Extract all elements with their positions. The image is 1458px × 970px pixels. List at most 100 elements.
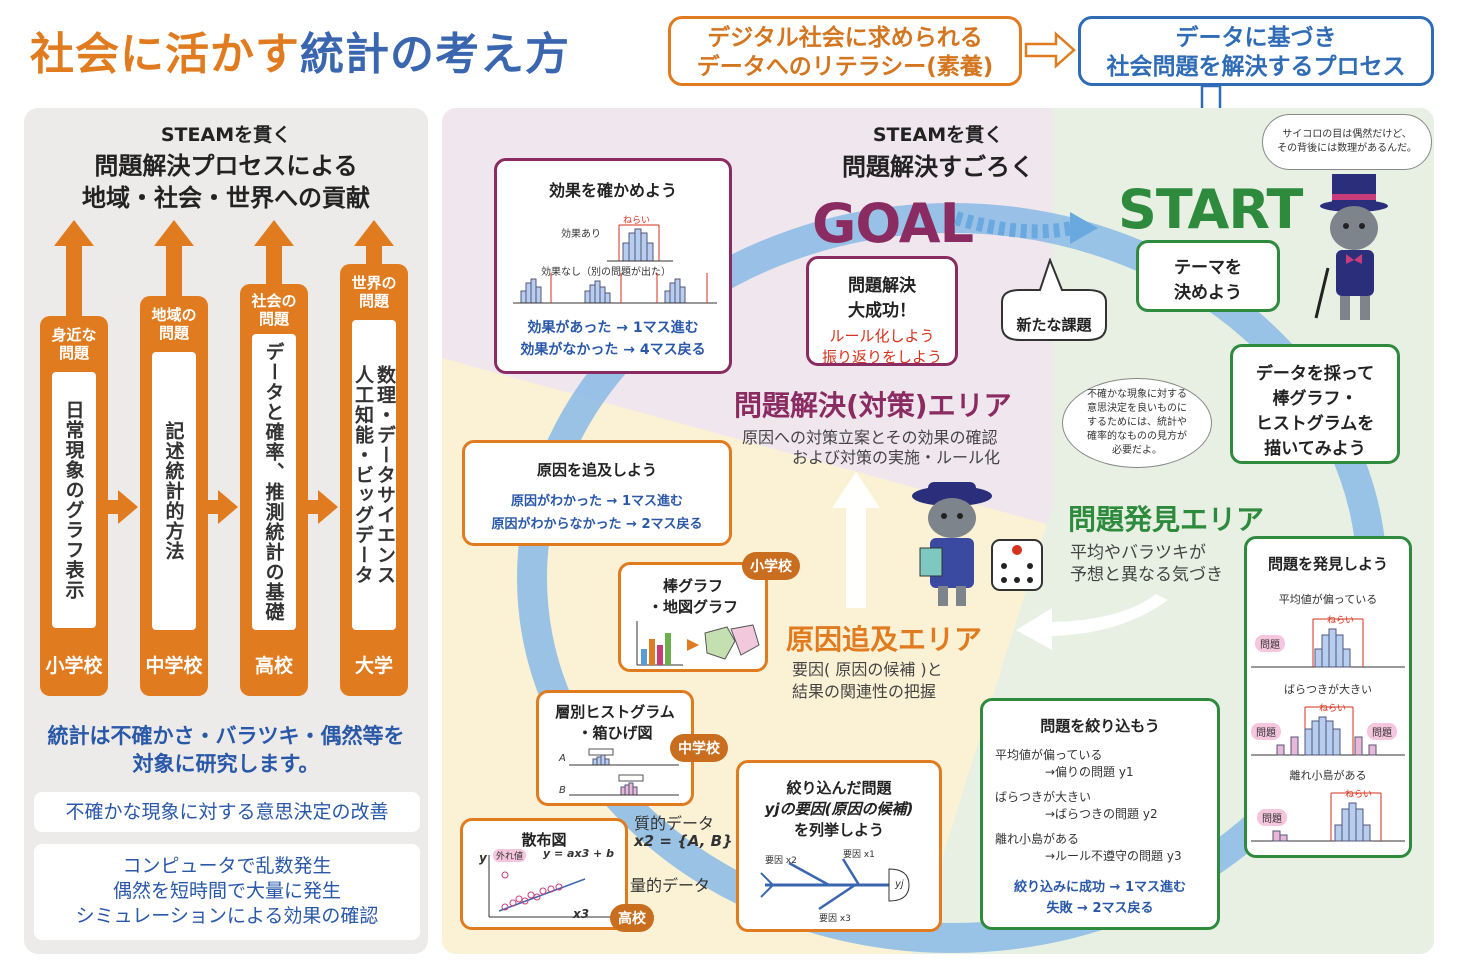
badge-high: 高校	[610, 904, 654, 932]
bar-card-title-2: ・地図グラフ	[647, 598, 738, 616]
data-card-line-2: 棒グラフ・	[1272, 389, 1358, 409]
note-line-1: コンピュータで乱数発生	[122, 855, 332, 877]
stratified-hist-thumbnail	[569, 748, 679, 796]
column-pill: 記述統計的方法	[152, 352, 196, 630]
scatter-x-label: x3	[573, 907, 590, 921]
cause-result-1: 原因がわかった → 1マス進む	[511, 494, 683, 509]
column-high: 社会の 問題 データと確率、推測統計の基礎 高校	[240, 284, 308, 696]
process-line-1: データに基づき	[1175, 25, 1337, 51]
narrow-result-1: 絞り込みに成功 → 1マス進む	[1014, 880, 1186, 895]
confirm-title: 効果を確かめよう	[548, 181, 677, 200]
column-label: 世界の 問題	[351, 274, 397, 310]
find-title: 問題を発見しよう	[1267, 555, 1388, 573]
column-level: 高校	[254, 655, 293, 677]
goal-card-text-2: 大成功！	[848, 301, 916, 321]
scatter-thumbnail	[488, 855, 619, 918]
data-card: データを採って 棒グラフ・ ヒストグラムを 描いてみよう	[1230, 344, 1400, 464]
board-heading-2: 問題解決すごろく	[842, 153, 1034, 181]
problem-tag: 問題	[1257, 809, 1287, 826]
cat-speech-mid: 不確かな現象に対する 意思決定を良いものに するためには、統計や 確率的なものの…	[1062, 378, 1212, 468]
cat-speech-mid-3: するためには、統計や	[1087, 417, 1187, 428]
statement-line-1: 統計は不確かさ・バラツキ・偶然等を	[47, 724, 405, 748]
note-line-3: シミュレーションによる効果の確認	[75, 905, 379, 927]
narrow-result-2: 失敗 → 2マス戻る	[1046, 901, 1154, 916]
find-histograms	[1251, 618, 1405, 842]
column-pill: 数理・データサイエンス 人工知能・ビッグデータ	[352, 320, 396, 630]
process-box: データに基づき 社会問題を解決するプロセス	[1078, 16, 1434, 86]
cat-magician-icon	[1314, 174, 1388, 320]
column-label: 身近な 問題	[51, 326, 97, 362]
cat-speech-top-2: その背後には数理があるんだ。	[1277, 143, 1417, 154]
discover-area-desc-1: 平均やバラツキが	[1070, 543, 1206, 563]
column-university: 世界の 問題 数理・データサイエンス 人工知能・ビッグデータ 大学	[340, 264, 408, 696]
column-label: 社会の 問題	[251, 292, 297, 328]
up-arrow-stem	[166, 242, 182, 312]
left-heading-1: STEAMを貫く	[160, 124, 292, 146]
right-arrow-icon	[318, 490, 338, 524]
narrow-a2: →偏りの問題 y1	[1045, 765, 1134, 779]
fish-factor-1: 要因 x1	[843, 850, 875, 860]
narrow-c1: 離れ小島がある	[995, 832, 1080, 846]
left-panel: STEAMを貫く 問題解決プロセスによる 地域・社会・世界への貢献 身近な 問題…	[24, 108, 428, 954]
column-junior-high: 地域の 問題 記述統計的方法 中学校	[140, 296, 208, 696]
problem-tag: 問題	[1255, 635, 1285, 652]
confirm-result-2: 効果がなかった → 4マス戻る	[520, 342, 706, 358]
qualitative-formula: x2 = {A, B}	[634, 832, 733, 850]
cat-speech-mid-2: 意思決定を良いものに	[1087, 403, 1187, 414]
column-pill: データと確率、推測統計の基礎	[252, 334, 296, 630]
fishbone-card: 絞り込んだ問題 yjの要因(原因の候補) を列挙しよう 要因 x2 要因 x1 …	[736, 760, 942, 932]
fish-factor-2: 要因 x2	[765, 856, 797, 866]
goal-card-reflect: 振り返りをしよう	[821, 348, 942, 366]
goal-label: GOAL	[812, 192, 974, 255]
column-level: 中学校	[145, 655, 203, 677]
data-card-line-4: 描いてみよう	[1264, 439, 1366, 459]
dice-icon	[991, 539, 1043, 591]
fishbone-diagram	[760, 858, 910, 911]
find-case-2: ばらつきが大きい	[1284, 683, 1372, 696]
start-card-line-1: テーマを	[1174, 258, 1242, 278]
quantitative-label: 量的データ	[630, 876, 711, 895]
start-card: テーマを 決めよう	[1136, 240, 1280, 312]
note-decision: 不確かな現象に対する意思決定の改善	[34, 792, 420, 832]
literacy-line-2: データへのリテラシー(素養)	[696, 54, 994, 80]
sugoroku-board: STEAMを貫く 問題解決すごろく GOAL 問題解決 大成功！ ルール化しよう…	[442, 108, 1434, 954]
hist-label-a: A	[559, 753, 566, 764]
column-level: 小学校	[45, 655, 103, 677]
hist-card-title-2: ・箱ひげ図	[577, 724, 653, 742]
find-target-3: ねらい	[1345, 790, 1373, 800]
narrow-a1: 平均値が偏っている	[995, 748, 1103, 762]
left-heading-3: 地域・社会・世界への貢献	[82, 184, 370, 212]
cause-area-desc-1: 要因( 原因の候補 )と	[792, 660, 943, 679]
cat-speech-top-1: サイコロの目は偶然だけど、	[1282, 129, 1412, 140]
board-heading-1: STEAMを貫く	[872, 124, 1004, 146]
scatter-formula: y = ax3 + b	[543, 847, 614, 860]
problem-tag: 問題	[1251, 723, 1281, 740]
cat-speech-mid-4: 確率的なものの見方が	[1087, 431, 1187, 442]
data-card-line-1: データを採って	[1255, 364, 1375, 384]
right-arrow-icon	[1024, 31, 1076, 69]
find-case-3: 離れ小島がある	[1289, 769, 1367, 782]
right-arrow-icon	[218, 490, 238, 524]
up-arrow-icon	[354, 220, 394, 246]
bar-map-thumbnail	[636, 621, 760, 666]
statistics-statement: 統計は不確かさ・バラツキ・偶然等を 対象に研究します。	[24, 722, 428, 778]
badge-elementary: 小学校	[742, 552, 800, 580]
solve-area-desc-1: 原因への対策立案とその効果の確認	[742, 428, 998, 447]
new-issue-speech-shape	[1001, 258, 1107, 341]
find-problem-card: 問題を発見しよう 平均値が偏っている ばらつきが大きい 離れ小島がある ねらい …	[1244, 536, 1412, 858]
cat-detective-icon	[912, 482, 1043, 606]
narrow-title: 問題を絞り込もう	[1040, 717, 1160, 735]
fish-title-2: yjの要因(原因の候補)	[764, 800, 914, 818]
new-issue-label: 新たな課題	[1016, 316, 1092, 334]
narrow-b2: →ばらつきの問題 y2	[1045, 807, 1158, 821]
right-arrow-icon	[118, 490, 138, 524]
column-pill: 日常現象のグラフ表示	[52, 372, 96, 628]
bar-graph-card: 棒グラフ ・地図グラフ	[618, 562, 768, 672]
discover-area-desc-2: 予想と異なる気づき	[1070, 565, 1223, 585]
literacy-box: デジタル社会に求められる データへのリテラシー(素養)	[668, 16, 1022, 86]
target-label: ねらい	[623, 216, 651, 226]
narrow-b1: ばらつきが大きい	[995, 790, 1092, 804]
data-card-line-3: ヒストグラムを	[1255, 414, 1375, 434]
badge-junior-high: 中学校	[670, 734, 728, 762]
solve-area-title: 問題解決(対策)エリア	[734, 389, 1012, 422]
